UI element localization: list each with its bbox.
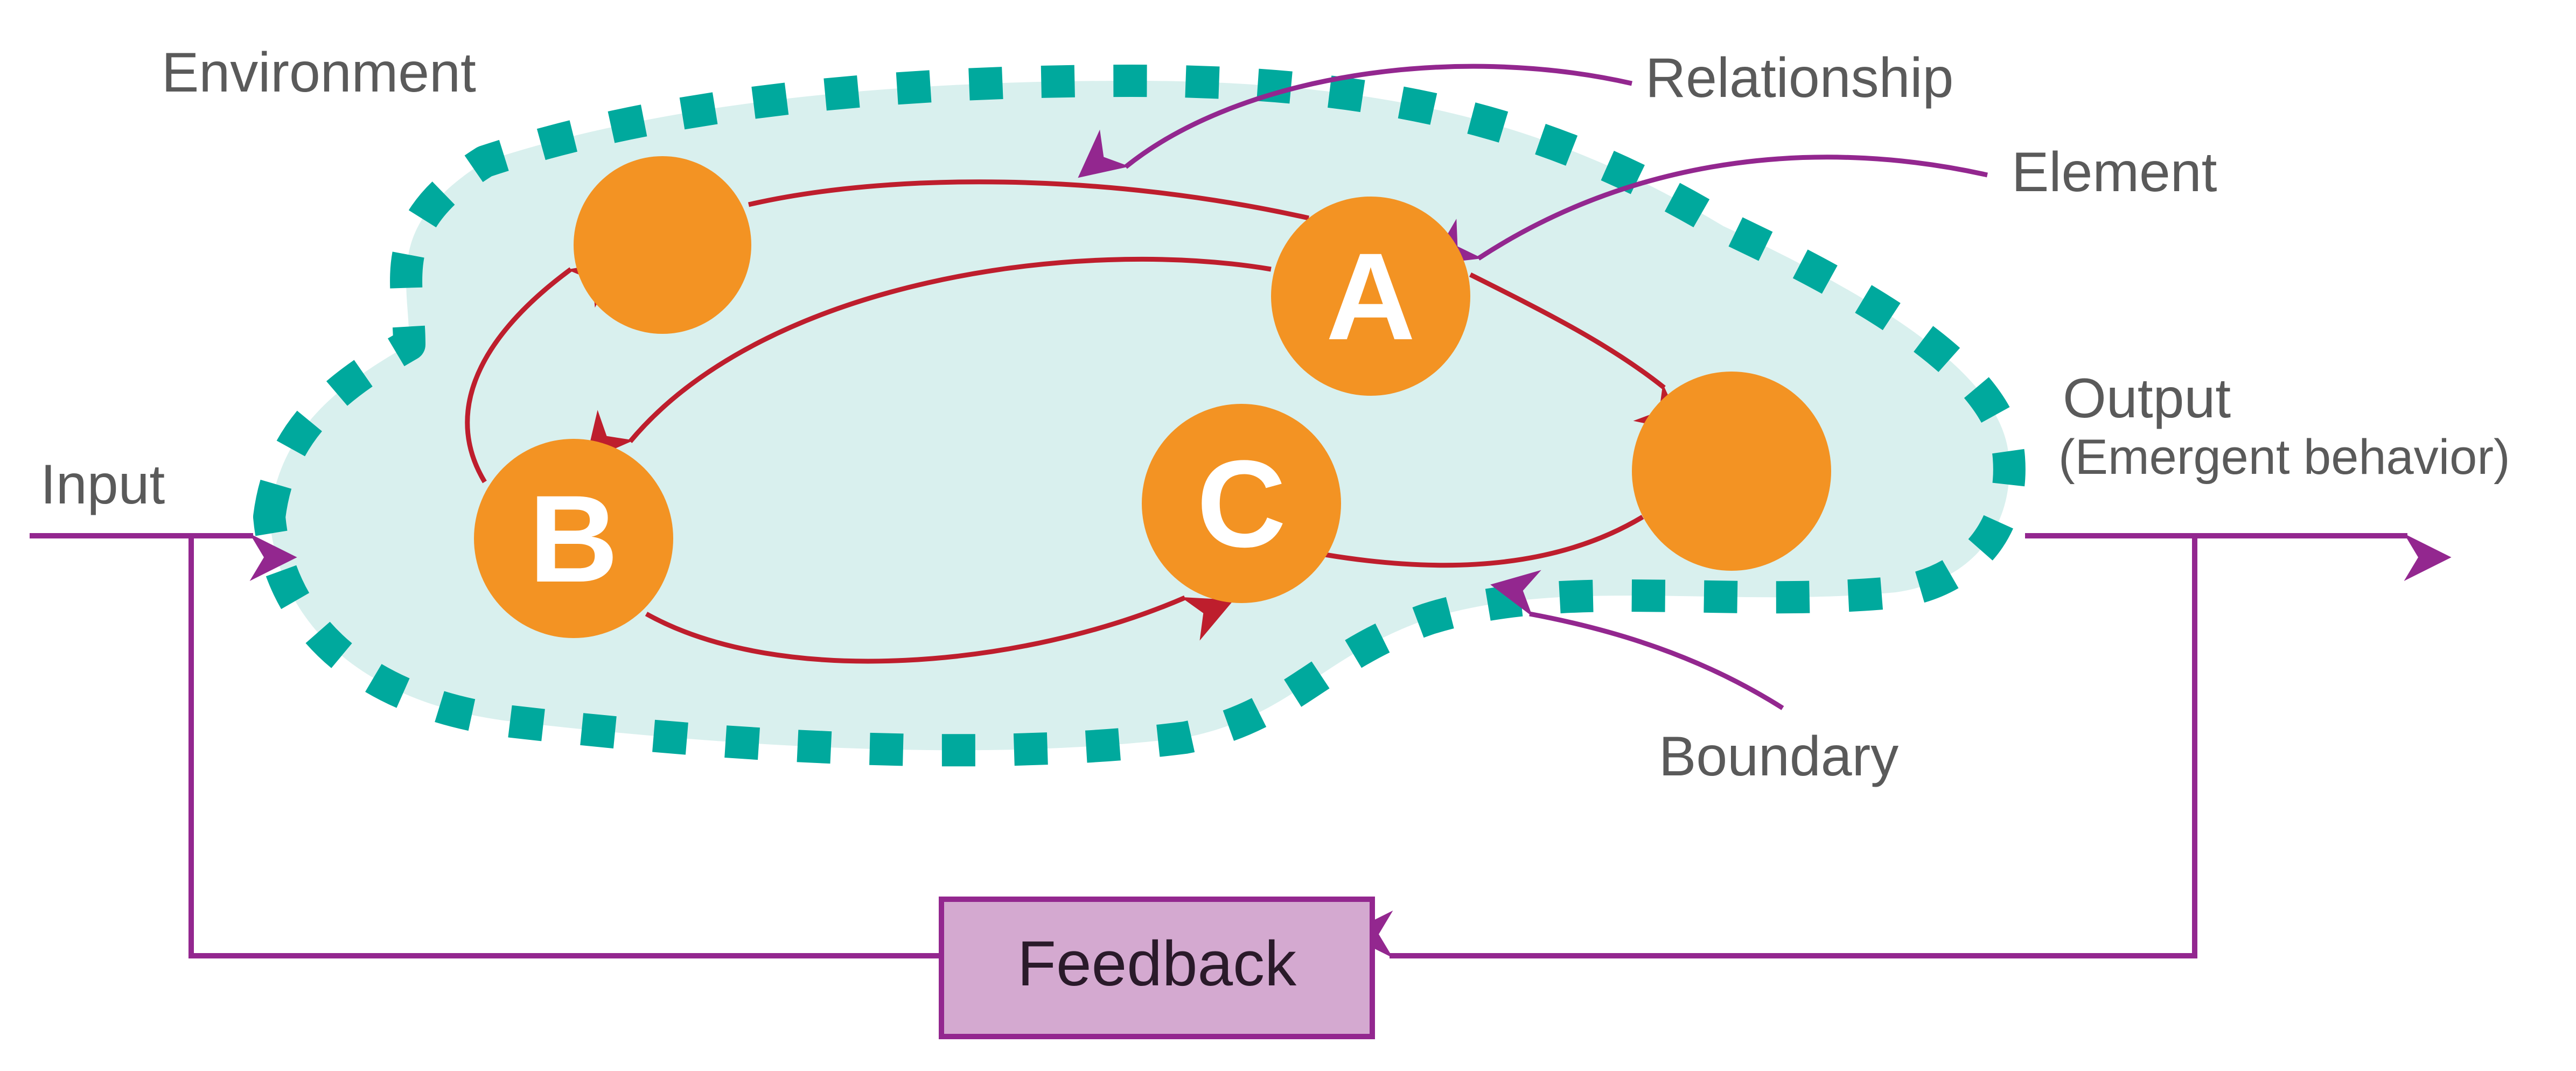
relationship-b-to-c xyxy=(645,595,1234,664)
element-a-label: A xyxy=(1326,227,1415,366)
input-label: Input xyxy=(40,453,165,516)
relationship-b-to-top xyxy=(465,260,619,484)
element-c xyxy=(1142,404,1341,603)
feedback-return-line xyxy=(1345,536,2197,958)
element-a xyxy=(1271,197,1470,396)
relationship-callout xyxy=(1078,64,1632,178)
relationships xyxy=(465,179,1685,664)
element-top-unlabeled xyxy=(574,156,751,334)
flow-lines xyxy=(30,533,2452,958)
element-right-unlabeled xyxy=(1632,372,1831,571)
boundary-callout xyxy=(1490,570,1784,710)
feedback-label: Feedback xyxy=(1017,928,1297,999)
callouts xyxy=(1078,64,1988,710)
boundary-label: Boundary xyxy=(1659,725,1898,788)
element-callout xyxy=(1429,155,1988,265)
element-b-label: B xyxy=(529,470,618,608)
relationship-label: Relationship xyxy=(1645,47,1953,109)
relationship-a-to-b xyxy=(585,257,1272,461)
element-b xyxy=(474,439,673,638)
relationship-right-to-c xyxy=(1285,510,1644,568)
output-label: Output xyxy=(2063,367,2231,430)
output-sub-label: (Emergent behavior) xyxy=(2058,430,2510,485)
element-c-label: C xyxy=(1197,435,1286,573)
feedback-box xyxy=(939,897,1375,1039)
feedback-input-line xyxy=(189,536,940,958)
environment-label: Environment xyxy=(162,41,476,104)
relationship-a-to-right xyxy=(1469,272,1685,432)
elements: A B C xyxy=(474,156,1831,638)
relationship-top-to-a xyxy=(748,179,1347,262)
element-label: Element xyxy=(2012,141,2217,204)
